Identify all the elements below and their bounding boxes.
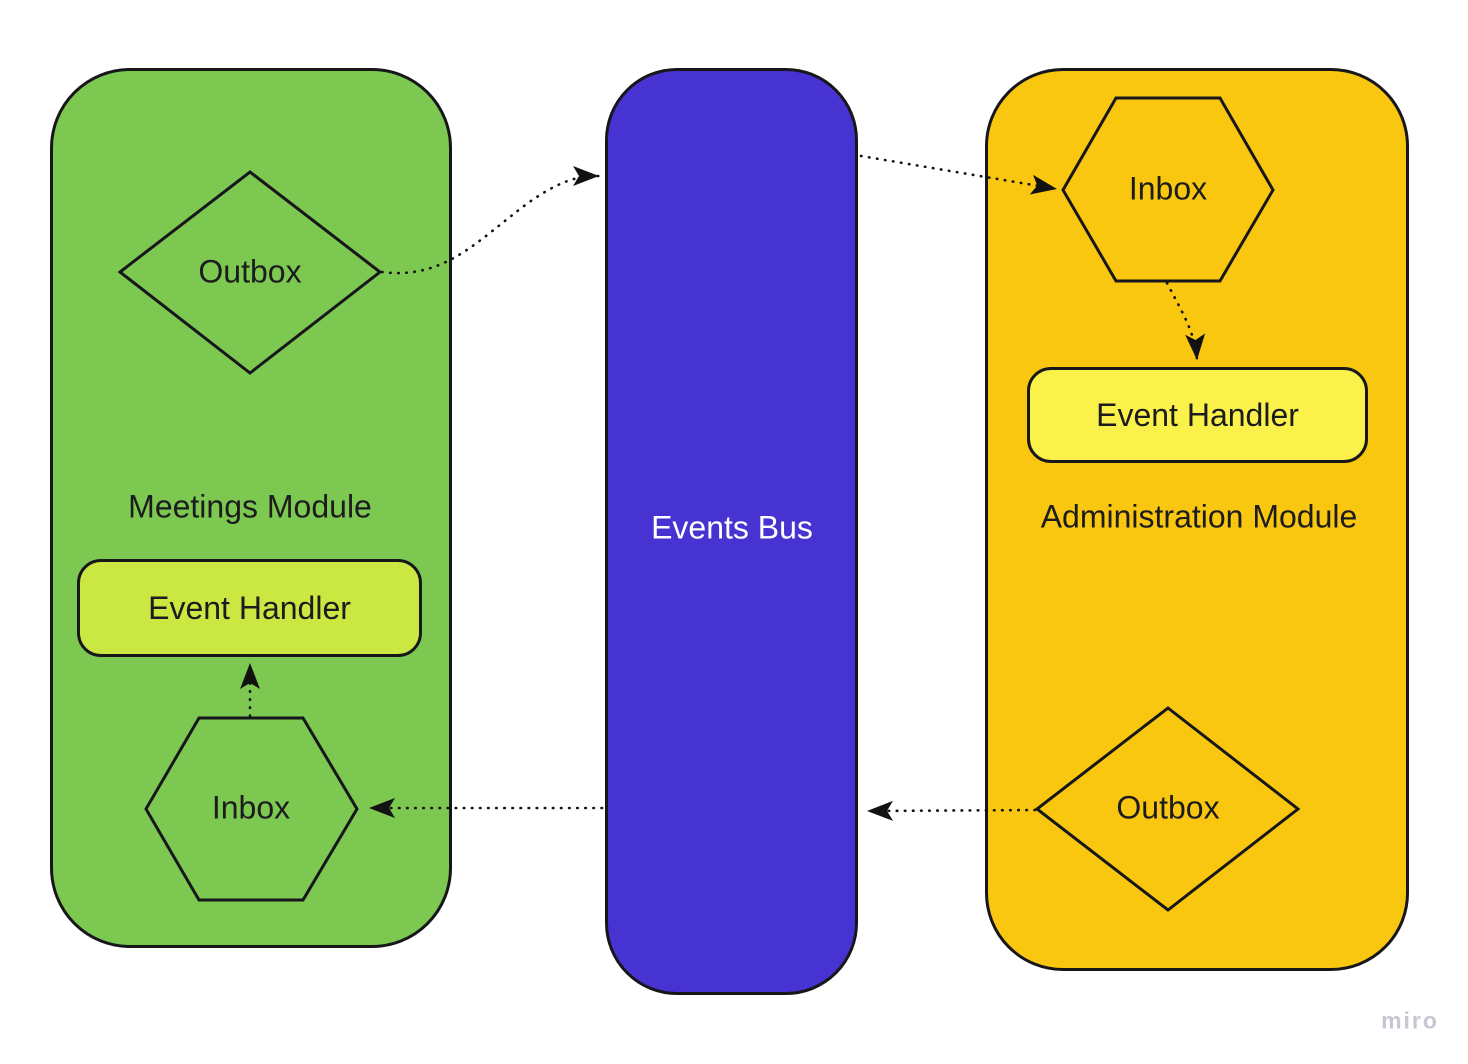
administration-event-handler-label: Event Handler <box>1096 396 1299 433</box>
connector-events-bus-to-administration-inbox[interactable] <box>859 154 1059 195</box>
meetings-event-handler-label: Event Handler <box>148 589 351 626</box>
administration-inbox-hexagon[interactable] <box>1061 96 1275 283</box>
administration-module-title: Administration Module <box>1040 498 1358 535</box>
administration-outbox-label: Outbox <box>1116 789 1220 826</box>
meetings-outbox-diamond[interactable] <box>117 170 383 375</box>
events-bus-container[interactable] <box>605 68 858 995</box>
administration-outbox-diamond[interactable] <box>1034 706 1301 912</box>
miro-watermark-logo: miro <box>1381 1007 1439 1034</box>
meetings-event-handler-box[interactable]: Event Handler <box>77 559 422 657</box>
events-bus-title: Events Bus <box>651 509 813 546</box>
connector-meetings-outbox-to-events-bus[interactable] <box>380 166 601 275</box>
administration-inbox-label: Inbox <box>1128 170 1208 207</box>
administration-event-handler-box[interactable]: Event Handler <box>1027 367 1368 463</box>
meetings-outbox-label: Outbox <box>198 253 302 290</box>
meetings-module-title: Meetings Module <box>128 488 372 525</box>
connector-administration-outbox-to-events-bus[interactable] <box>865 800 1037 821</box>
administration-module-container[interactable] <box>985 68 1409 971</box>
meetings-inbox-hexagon[interactable] <box>144 716 359 902</box>
meetings-inbox-label: Inbox <box>211 789 291 826</box>
connector-administration-inbox-to-event-handler[interactable] <box>1165 281 1206 362</box>
